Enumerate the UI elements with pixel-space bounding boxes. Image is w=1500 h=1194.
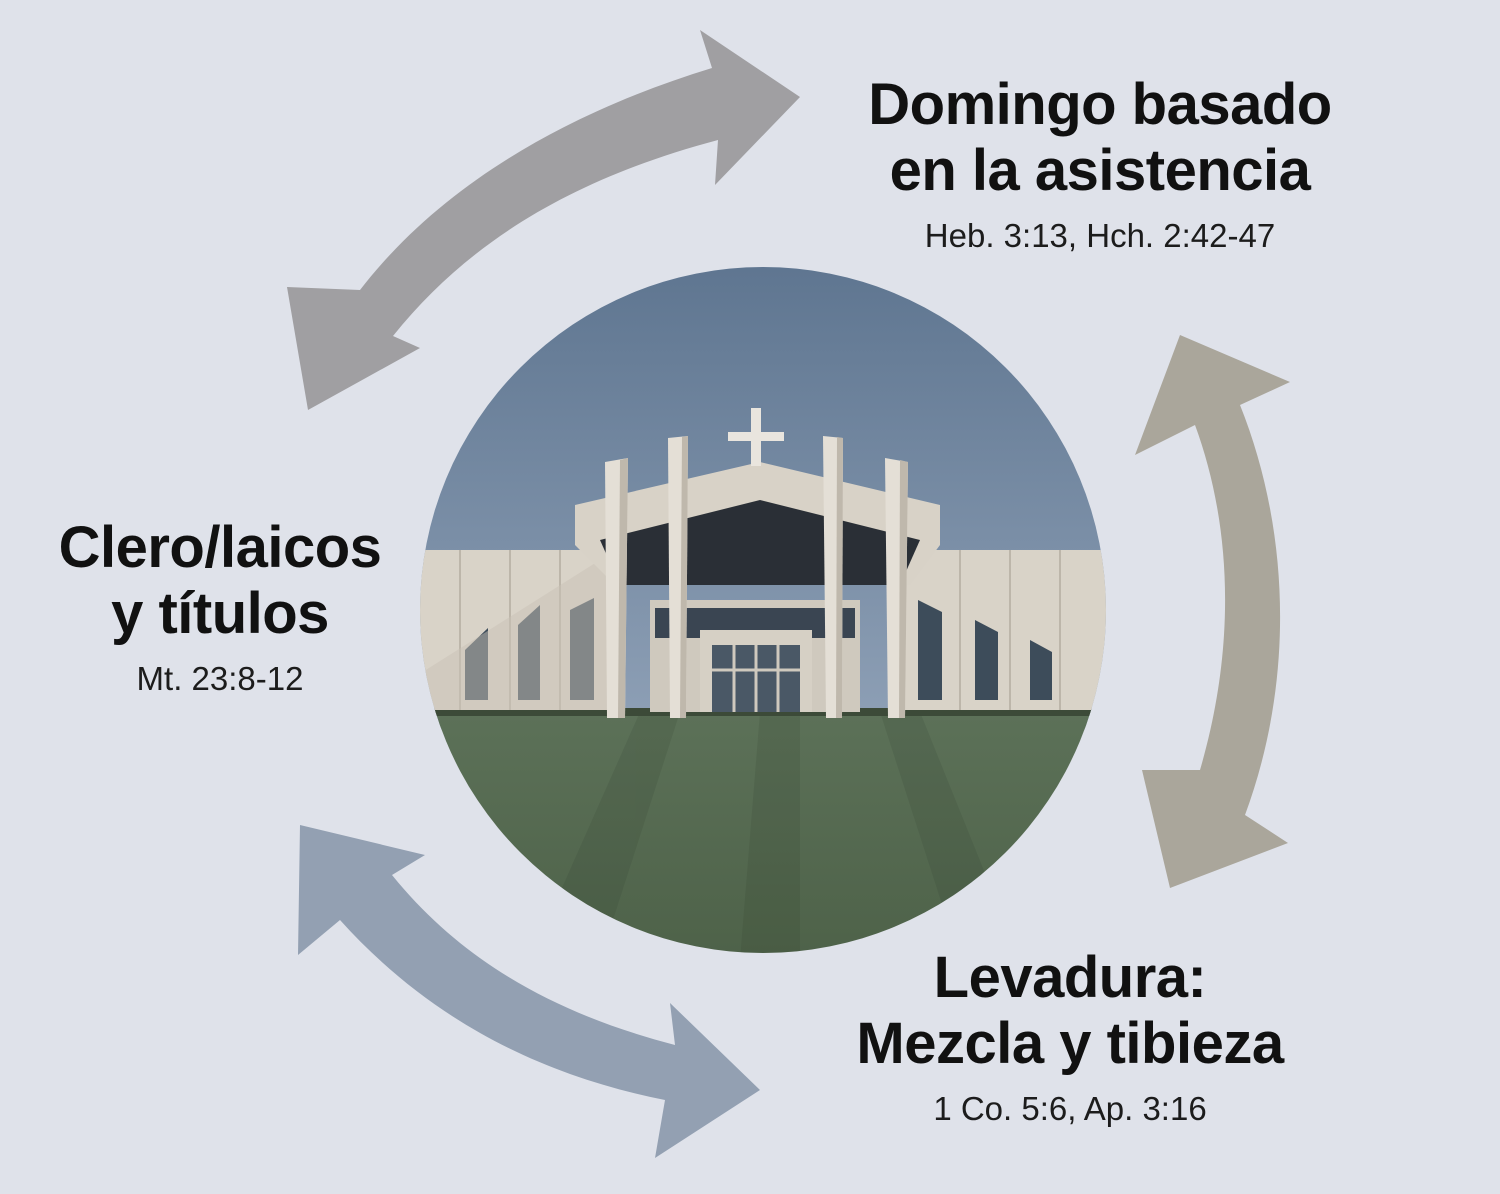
church-building-photo — [420, 267, 1106, 953]
node-top-title: Domingo basado en la asistencia — [850, 72, 1350, 204]
arrow-right — [1135, 335, 1290, 888]
node-left-title-line2: y títulos — [111, 581, 329, 646]
node-bottom-reference: 1 Co. 5:6, Ap. 3:16 — [933, 1090, 1207, 1127]
node-bottom-title-line2: Mezcla y tibieza — [856, 1011, 1284, 1076]
arrow-right-body — [1135, 335, 1290, 888]
arrow-bottom-left-body — [298, 825, 760, 1158]
node-left-title: Clero/laicos y títulos — [20, 515, 420, 647]
arrow-top-left — [287, 30, 800, 410]
node-bottom-title: Levadura: Mezcla y tibieza — [820, 945, 1320, 1077]
node-left-reference: Mt. 23:8-12 — [136, 660, 304, 697]
node-bottom: Levadura: Mezcla y tibieza 1 Co. 5:6, Ap… — [820, 945, 1320, 1129]
cross-icon — [728, 408, 784, 466]
node-top-reference: Heb. 3:13, Hch. 2:42-47 — [924, 217, 1276, 254]
arrow-top-left-body — [287, 30, 800, 410]
node-top-title-line1: Domingo basado — [868, 72, 1332, 137]
node-top-title-line2: en la asistencia — [889, 138, 1311, 203]
node-bottom-title-line1: Levadura: — [933, 945, 1207, 1010]
node-top: Domingo basado en la asistencia Heb. 3:1… — [850, 72, 1350, 256]
node-left-title-line1: Clero/laicos — [58, 515, 382, 580]
arrow-bottom-left — [298, 825, 760, 1158]
node-left: Clero/laicos y títulos Mt. 23:8-12 — [20, 515, 420, 699]
